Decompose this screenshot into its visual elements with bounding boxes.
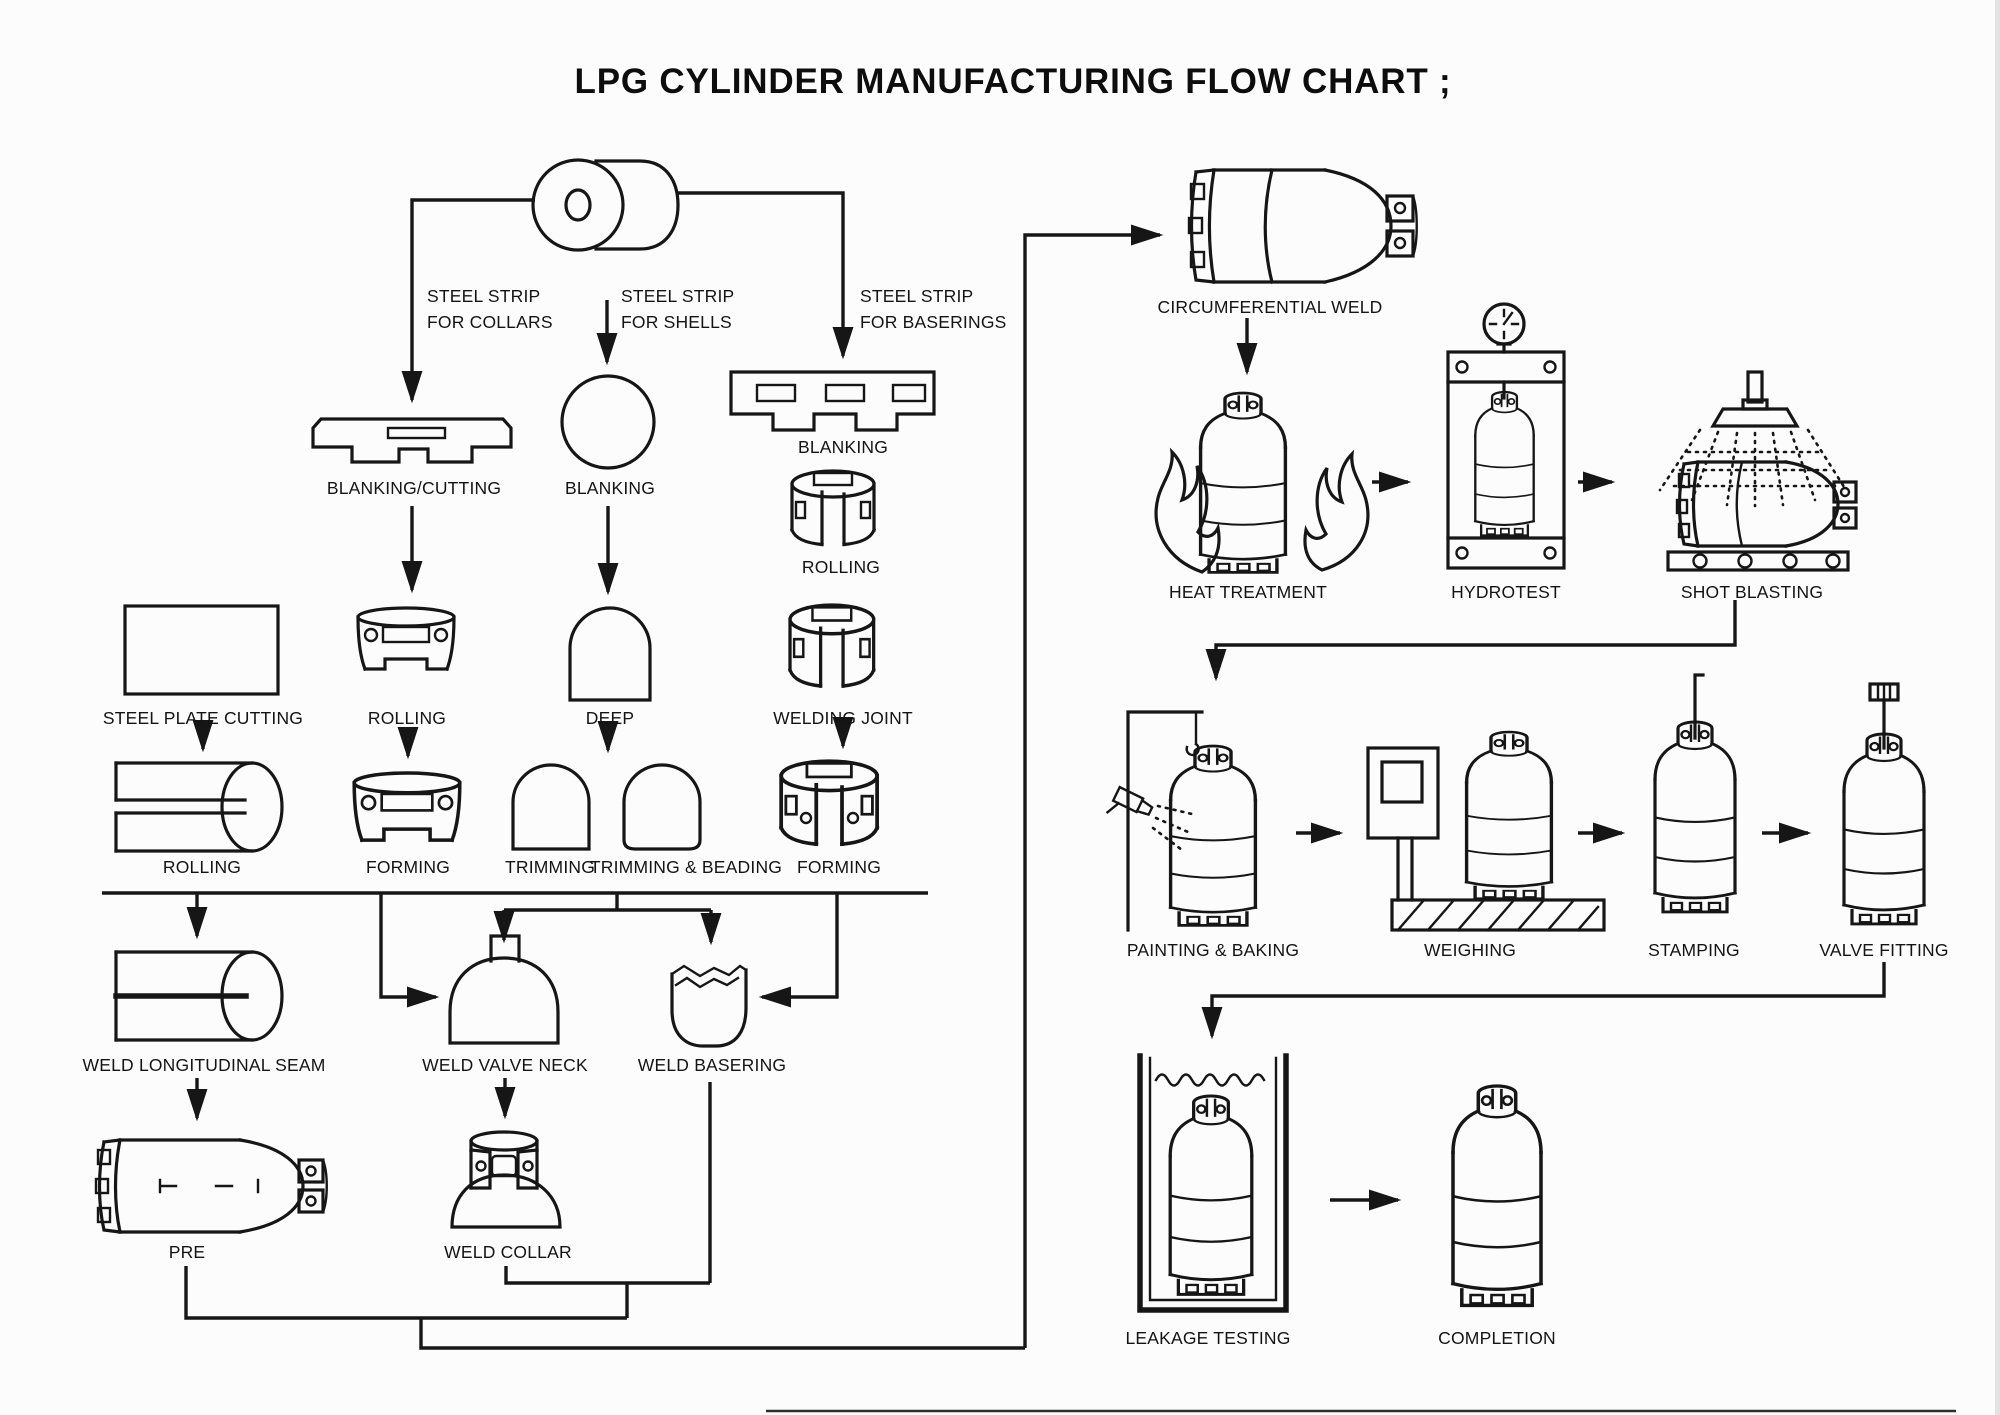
label-weld-valve-neck: WELD VALVE NECK [422,1055,588,1075]
label-steel-strip-shells: STEEL STRIP FOR SHELLS [621,286,735,333]
valve-fitting-icon [1842,682,1926,926]
label-forming-collar: FORMING [365,857,451,877]
label-completion: COMPLETION [1438,1328,1556,1348]
weld-longitudinal-seam-icon [113,950,284,1042]
shot-blasting-icon [1658,370,1858,572]
label-forming-basering: FORMING [796,857,882,877]
label-trimming: TRIMMING [504,857,596,877]
label-blanking-basering: BLANKING [797,437,889,457]
leakage-testing-icon [1137,1053,1289,1313]
label-weighing: WEIGHING [1423,940,1517,960]
label-weld-longitudinal-seam: WELD LONGITUDINAL SEAM [82,1055,326,1075]
label-painting-baking: PAINTING & BAKING [1126,940,1300,960]
label-leakage-testing: LEAKAGE TESTING [1125,1328,1291,1348]
steel-coil-icon [531,158,680,252]
pre-welded-cylinder-icon [94,1138,328,1234]
shell-blank-icon [560,374,656,470]
weld-collar-icon [450,1130,562,1229]
basering-formed-icon [779,759,879,847]
label-steel-strip-collars: STEEL STRIP FOR COLLARS [427,286,553,333]
label-weld-collar: WELD COLLAR [444,1242,572,1262]
weighing-icon [1366,730,1606,932]
label-circumferential-weld: CIRCUMFERENTIAL WELD [1157,297,1383,317]
painting-baking-icon [1105,710,1258,932]
trimmed-beaded-shell-icon [622,763,702,851]
flow-connectors [102,191,1886,1350]
label-trimming-beading: TRIMMING & BEADING [589,857,783,877]
label-steel-plate-cutting: STEEL PLATE CUTTING [102,708,304,728]
basering-blank-icon [729,370,936,432]
label-pre: PRE [168,1242,206,1262]
label-rolling-collar: ROLLING [367,708,447,728]
label-blanking-shell: BLANKING [564,478,656,498]
label-heat-treatment: HEAT TREATMENT [1168,582,1328,602]
collar-blank-icon [311,417,513,464]
shell-rolled-slit-icon [114,761,284,853]
hydrotest-icon [1446,302,1566,570]
trimmed-shell-icon [511,763,591,851]
basering-rolled-icon [790,469,876,547]
label-deep: DEEP [585,708,635,728]
completion-icon [1451,1084,1543,1308]
steel-plate-icon [123,604,280,696]
label-steel-strip-baserings: STEEL STRIP FOR BASERINGS [860,286,1007,333]
weld-valve-neck-icon [448,934,560,1045]
weld-basering-bowl-icon [670,964,748,1048]
basering-welded-icon [788,603,876,688]
page-title: LPG CYLINDER MANUFACTURING FLOW CHART ; [574,62,1452,101]
label-weld-basering: WELD BASERING [637,1055,787,1075]
stamping-icon [1653,673,1737,914]
label-valve-fitting: VALVE FITTING [1819,940,1949,960]
label-rolling-basering: ROLLING [801,557,881,577]
heat-treatment-icon [1154,391,1370,575]
label-stamping: STAMPING [1648,940,1740,960]
label-shot-blasting: SHOT BLASTING [1680,582,1824,602]
collar-formed-icon [352,771,462,842]
label-rolling-shell: ROLLING [162,857,242,877]
circumferential-weld-icon [1187,168,1418,284]
scan-artifacts [766,0,2000,1415]
label-blanking-cutting: BLANKING/CUTTING [326,478,502,498]
deep-drawn-shell-icon [568,606,652,702]
collar-rolled-icon [356,606,456,671]
label-welding-joint: WELDING JOINT [773,708,913,728]
label-hydrotest: HYDROTEST [1451,582,1561,602]
